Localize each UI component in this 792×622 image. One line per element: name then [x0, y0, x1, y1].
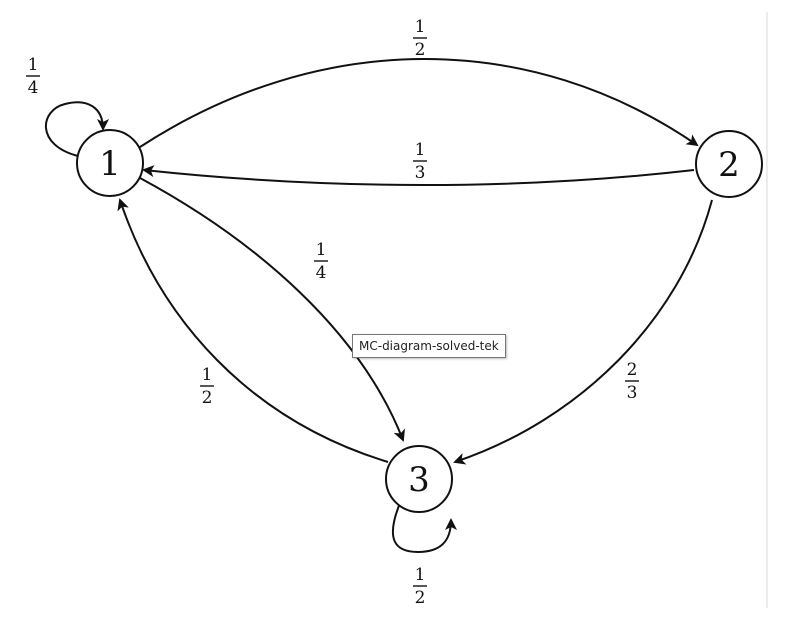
label-edge-1-to-2: 1 2 [413, 17, 427, 60]
numerator: 2 [627, 360, 638, 380]
node-3: 3 [385, 445, 453, 513]
node-2: 2 [695, 130, 763, 198]
image-tooltip: MC-diagram-solved-tek [352, 334, 506, 358]
numerator: 1 [415, 565, 426, 585]
edge-1-to-3 [139, 177, 405, 442]
numerator: 1 [415, 140, 426, 160]
label-edge-1-to-1: 1 4 [26, 55, 40, 98]
denominator: 2 [415, 40, 426, 60]
edge-2-to-3 [453, 199, 713, 465]
numerator: 1 [202, 365, 213, 385]
label-edge-3-to-3: 1 2 [413, 565, 427, 608]
numerator: 1 [316, 240, 327, 260]
denominator: 2 [415, 588, 426, 608]
edge-3-to-1 [117, 198, 389, 463]
edge-1-to-1 [44, 101, 109, 157]
edge-3-to-3 [391, 502, 457, 554]
label-edge-1-to-3: 1 4 [314, 240, 328, 283]
numerator: 1 [415, 17, 426, 37]
label-edge-2-to-3: 2 3 [625, 360, 639, 403]
edge-2-to-1 [142, 165, 695, 186]
node-1-label: 1 [99, 144, 121, 184]
node-3-label: 3 [408, 460, 430, 500]
denominator: 4 [28, 78, 39, 98]
label-edge-2-to-1: 1 3 [413, 140, 427, 183]
node-2-label: 2 [718, 145, 740, 185]
page-right-border [766, 12, 768, 608]
node-1: 1 [76, 129, 144, 197]
label-edge-3-to-1: 1 2 [200, 365, 214, 408]
denominator: 4 [316, 263, 327, 283]
denominator: 3 [415, 163, 426, 183]
denominator: 3 [627, 383, 638, 403]
denominator: 2 [202, 388, 213, 408]
edge-1-to-2 [139, 58, 699, 148]
numerator: 1 [28, 55, 39, 75]
